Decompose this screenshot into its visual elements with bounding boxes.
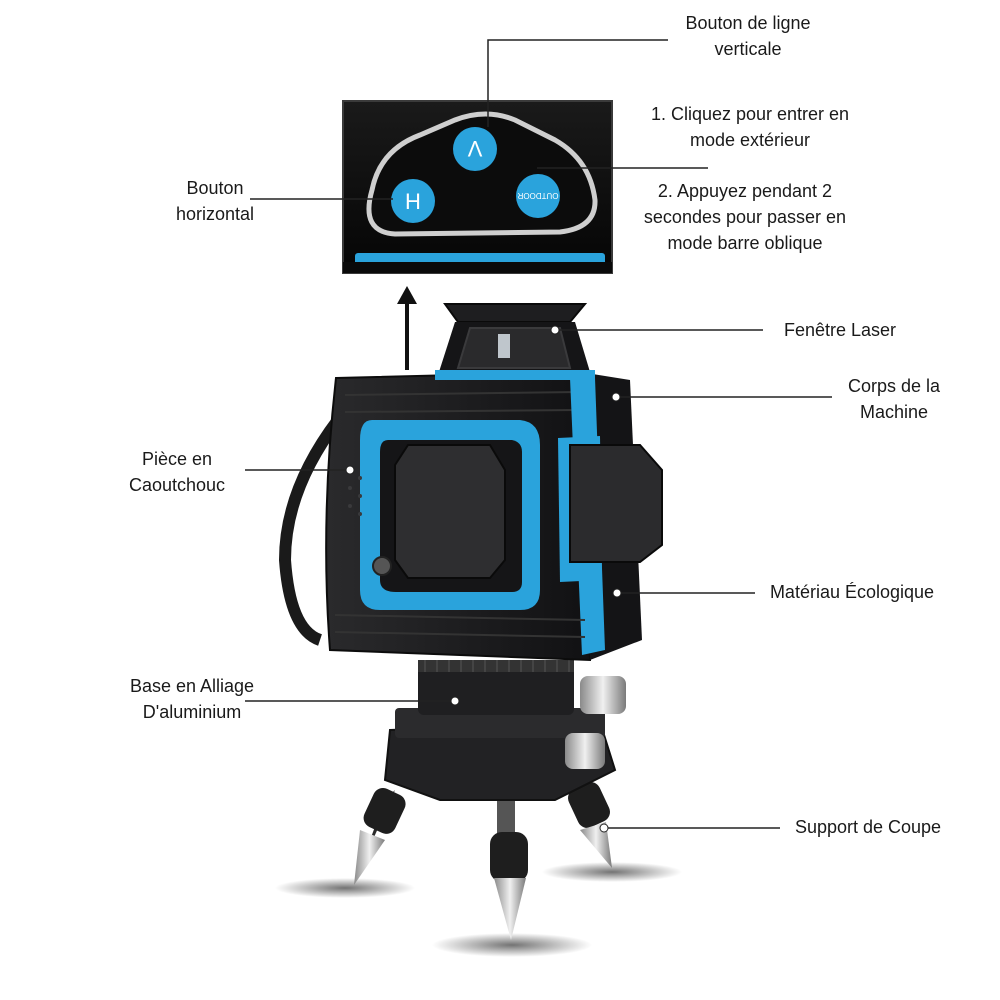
label-cut-support: Support de Coupe [794, 817, 942, 837]
label-vertical-button: Bouton de ligne verticale [685, 13, 811, 59]
foot-shadow [275, 878, 415, 898]
horizontal-button-label: H [405, 189, 421, 214]
outdoor-button-label: OUTDOOR [517, 191, 558, 200]
label-alloy-base: Base en Alliage D'aluminium [129, 676, 255, 722]
machine-body [278, 370, 663, 662]
label-eco-material: Matériau Écologique [769, 582, 935, 602]
foot-shadow [542, 862, 682, 882]
label-machine-body: Corps de la Machine [847, 376, 941, 422]
label-outdoor-mode-click: 1. Cliquez pour entrer en mode extérieur [650, 104, 850, 150]
side-laser-window [569, 444, 663, 563]
control-panel-inset: V H OUTDOOR [342, 100, 613, 274]
label-laser-window: Fenêtre Laser [783, 320, 897, 340]
vertical-button [453, 127, 497, 171]
adjust-knob [580, 676, 626, 714]
label-oblique-mode-hold: 2. Appuyez pendant 2 secondes pour passe… [643, 181, 847, 253]
horizontal-button [391, 179, 435, 223]
foot-shadow [432, 933, 592, 957]
leader-vertical-button [487, 39, 668, 127]
leader-lines [245, 39, 832, 829]
label-horizontal-button: Bouton horizontal [175, 178, 255, 224]
vertical-button-label: V [467, 136, 482, 161]
adjust-knob [565, 733, 605, 769]
outdoor-button [516, 174, 560, 218]
up-arrow-icon [397, 286, 417, 370]
alloy-base [383, 660, 626, 801]
laser-head [435, 303, 595, 380]
leader-endpoints [345, 325, 622, 833]
tripod-legs [354, 782, 612, 940]
front-laser-window [394, 444, 506, 579]
top-laser-window [456, 327, 572, 369]
label-rubber-part: Pièce en Caoutchouc [128, 449, 226, 495]
